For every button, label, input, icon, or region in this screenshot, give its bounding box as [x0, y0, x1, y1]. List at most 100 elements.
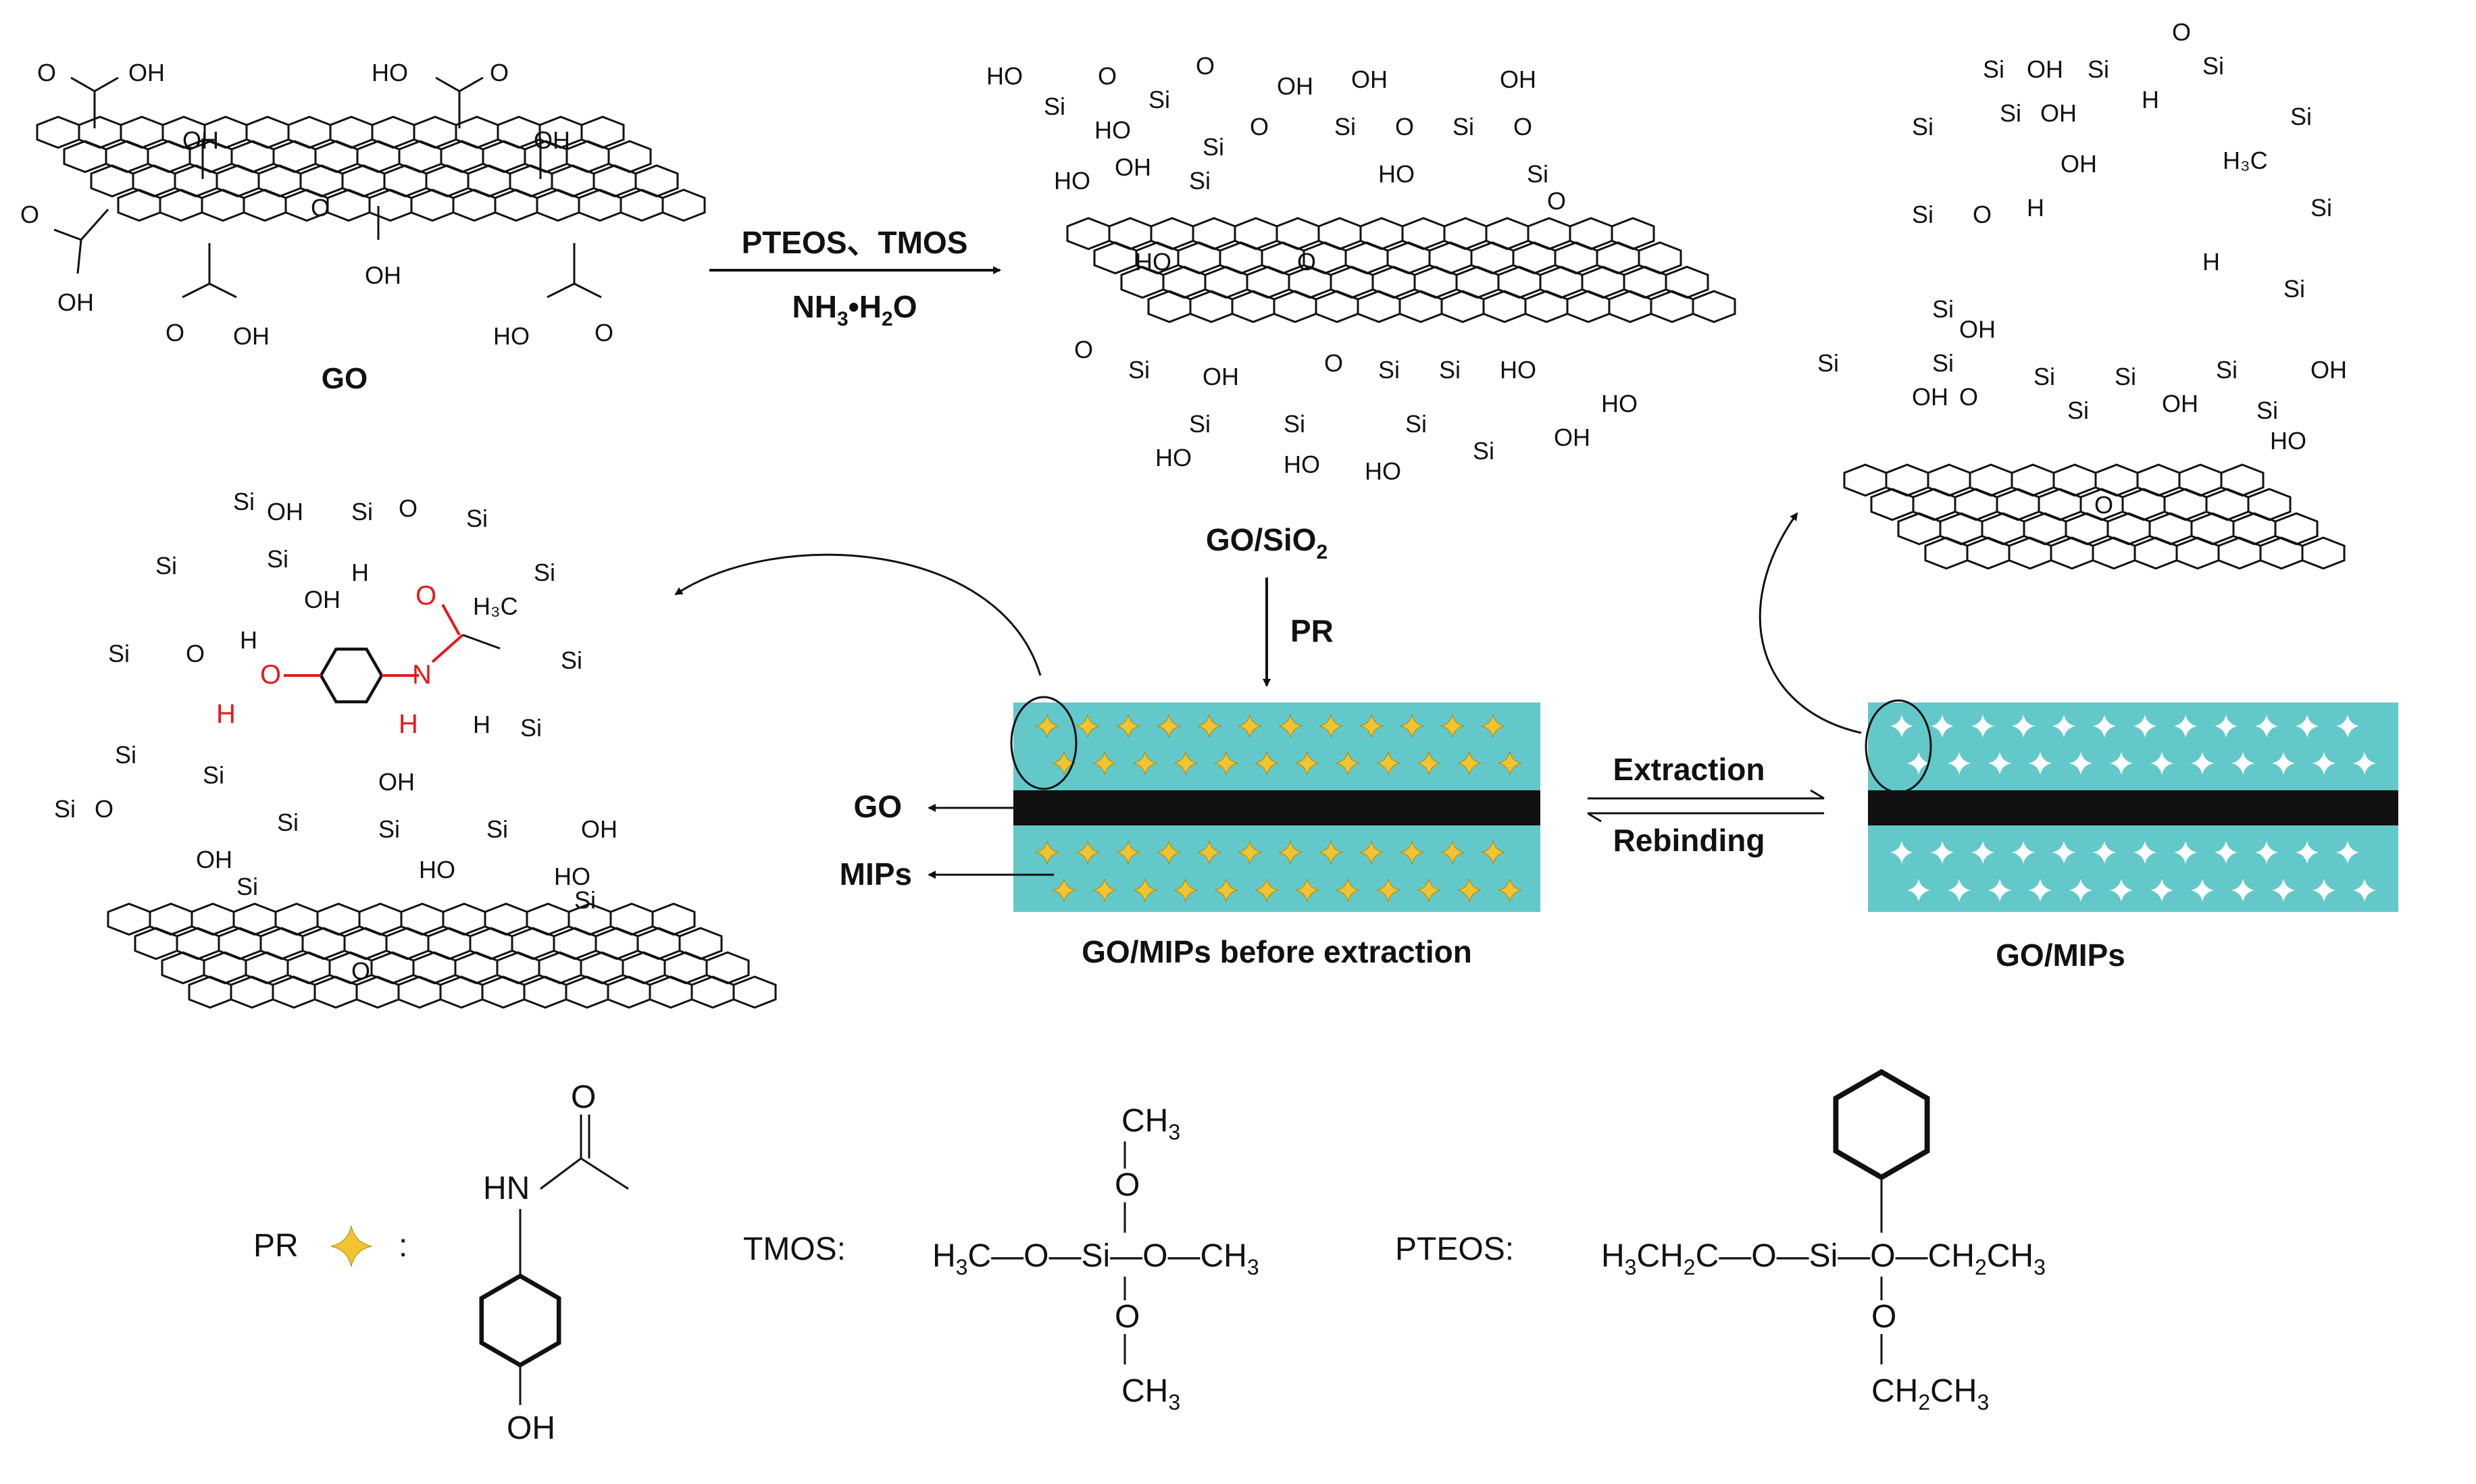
atom-oh: OH	[2027, 55, 2063, 83]
atom-si: Si	[1527, 160, 1548, 188]
template-star	[1457, 878, 1482, 902]
graphene-ring	[413, 116, 457, 149]
graphene-sheet-go	[36, 116, 706, 222]
template-star	[1417, 751, 1441, 775]
svg-text:CH3: CH3	[1121, 1103, 1180, 1144]
atom-ho: HO	[1054, 167, 1090, 195]
graphene-ring	[1969, 463, 2013, 497]
template-star	[1076, 714, 1100, 738]
atom-oh: OH	[1277, 72, 1313, 100]
cavity-star	[2093, 715, 2116, 738]
template-star	[1116, 840, 1140, 865]
template-star	[1133, 878, 1157, 902]
template-star	[1035, 714, 1059, 738]
go-cooh-1b: OH	[128, 59, 165, 86]
graphene-ring	[161, 951, 205, 985]
atom-si: Si	[520, 714, 542, 742]
graphene-ring	[272, 140, 317, 174]
go-oh-3: OH	[365, 261, 401, 289]
svg-text:O: O	[1115, 1167, 1140, 1203]
atom-si: Si	[378, 815, 400, 843]
atom-h: H	[2202, 248, 2220, 276]
atom-si: Si	[1817, 349, 1839, 377]
cavity-star	[2313, 879, 2335, 902]
graphene-ring	[1539, 265, 1584, 299]
atom-si: Si	[574, 886, 596, 914]
atom-si: Si	[1284, 410, 1305, 438]
graphene-ring	[286, 951, 331, 985]
template-star	[1498, 751, 1522, 775]
graphene-ring	[385, 927, 430, 961]
template-star	[1092, 751, 1117, 775]
go-labels: O OH HO O OH OH O OH OH O O OH HO O	[20, 59, 613, 350]
template-star	[1400, 840, 1424, 865]
atom-si: Si	[2000, 99, 2021, 127]
graphene-ring	[299, 164, 344, 198]
graphene-ring	[257, 164, 302, 198]
atom-o: O	[186, 640, 205, 667]
atom-o: O	[1324, 349, 1343, 377]
graphene-ring	[634, 164, 679, 198]
atom-si: Si	[1932, 295, 1954, 323]
graphene-ring	[1440, 290, 1485, 324]
cavity-star	[2336, 841, 2359, 864]
atom-h3c: H₃C	[473, 592, 518, 620]
graphene-ring	[2121, 488, 2166, 521]
graphene-ring	[274, 902, 319, 936]
atom-si: Si	[2310, 194, 2332, 222]
template-star	[1133, 751, 1157, 775]
graphene-ring	[2232, 512, 2277, 546]
go-cooh-4b: OH	[233, 322, 270, 350]
template-star	[1255, 751, 1279, 775]
graphene-ring	[2163, 488, 2208, 521]
atom-si: Si	[1044, 93, 1065, 120]
atom-si: Si	[2283, 275, 2305, 303]
graphene-ring	[1455, 265, 1500, 299]
atom-o: O	[1297, 248, 1316, 276]
graphene-ring	[1066, 217, 1111, 251]
cavity-star	[1931, 841, 1954, 864]
graphene-ring	[1843, 463, 1888, 497]
cavity-star	[1907, 752, 1930, 775]
cavity-star	[2012, 841, 2035, 864]
template-star	[1440, 714, 1465, 738]
graphene-ring	[1512, 241, 1557, 275]
cavity-star	[2336, 715, 2359, 738]
graphene-ring	[1596, 241, 1640, 275]
atom-ho: HO	[1094, 116, 1131, 144]
graphene-ring	[2175, 536, 2220, 570]
atom-si: Si	[561, 646, 582, 674]
reagents-bottom: NH3•H2O	[792, 289, 917, 330]
atom-oh: OH	[1554, 424, 1590, 451]
graphene-ring	[36, 116, 80, 149]
atom-si: Si	[1932, 349, 1954, 377]
pr-arrow: PR	[1263, 578, 1334, 687]
graphene-ring	[243, 188, 287, 222]
atom-si: Si	[1128, 356, 1150, 384]
graphene-ring	[1275, 217, 1320, 251]
graphene-ring	[442, 902, 486, 936]
graphene-ring	[536, 188, 580, 222]
atom-o: O	[2094, 491, 2113, 519]
reagents-top: PTEOS、TMOS	[742, 225, 968, 260]
graphene-ring	[511, 927, 555, 961]
atom-oh: OH	[1500, 66, 1536, 93]
graphene-ring	[607, 140, 652, 174]
cavity-star	[2353, 752, 2376, 775]
graphene-ring	[620, 188, 664, 222]
graphene-ring	[341, 164, 386, 198]
graphene-ring	[370, 951, 415, 985]
graphene-ring	[1524, 290, 1569, 324]
graphene-ring	[1470, 241, 1515, 275]
atom-o: O	[1196, 52, 1215, 80]
atom-si: Si	[2067, 396, 2089, 424]
cavity-star	[2272, 879, 2295, 902]
graphene-ring	[1566, 290, 1611, 324]
graphene-ring	[120, 116, 164, 149]
atom-ho: HO	[1365, 457, 1401, 485]
atom-ho: HO	[2270, 427, 2306, 455]
atom-si: Si	[54, 795, 76, 823]
graphene-ring	[467, 164, 511, 198]
